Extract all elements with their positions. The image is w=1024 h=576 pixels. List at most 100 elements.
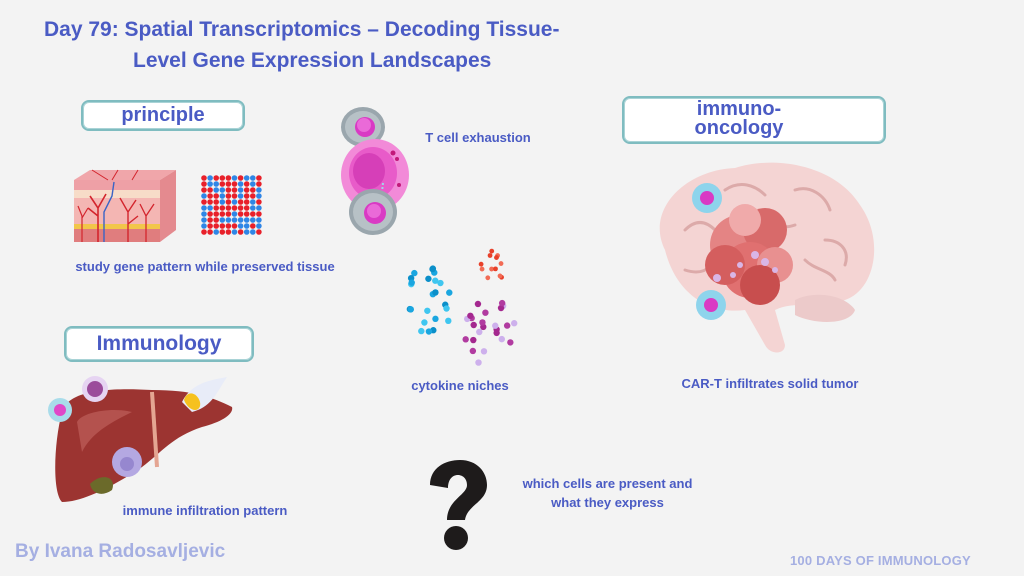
gene-dot bbox=[201, 193, 207, 199]
gene-dot bbox=[219, 181, 226, 187]
gene-dot bbox=[213, 217, 219, 223]
gene-dot bbox=[243, 205, 250, 211]
gene-dot bbox=[256, 181, 262, 187]
page-title: Day 79: Spatial Transcriptomics – Decodi… bbox=[44, 14, 559, 76]
cytokine-dot bbox=[498, 335, 505, 343]
gene-dot bbox=[207, 205, 213, 211]
cytokine-dot bbox=[443, 305, 450, 312]
cytokine-niches-illustration bbox=[406, 248, 518, 366]
immuno-oncology-heading-line1: immuno- bbox=[696, 98, 782, 120]
cytokine-dot bbox=[445, 317, 452, 325]
gene-dot bbox=[256, 205, 262, 211]
gene-dot bbox=[207, 217, 213, 223]
gene-dot bbox=[213, 211, 219, 217]
cytokine-dot bbox=[462, 336, 469, 343]
gene-dot bbox=[231, 205, 238, 211]
gene-dot bbox=[243, 181, 250, 187]
gene-dot bbox=[250, 175, 256, 181]
gene-dot bbox=[250, 205, 256, 211]
title-line-1: Day 79: Spatial Transcriptomics – Decodi… bbox=[44, 18, 560, 41]
gene-dot bbox=[207, 211, 213, 217]
gene-dot bbox=[231, 229, 238, 235]
gene-dot bbox=[231, 187, 238, 193]
gene-dot bbox=[231, 217, 238, 223]
gene-dot bbox=[219, 211, 226, 217]
immuno-oncology-caption: CAR-T infiltrates solid tumor bbox=[681, 376, 859, 391]
gene-dot bbox=[225, 181, 232, 187]
gene-dot bbox=[237, 181, 244, 187]
gene-dot bbox=[250, 223, 256, 229]
gene-dot bbox=[256, 187, 262, 193]
cytokine-caption: cytokine niches bbox=[411, 378, 509, 393]
gene-dot bbox=[219, 223, 226, 229]
principle-heading-text: principle bbox=[121, 104, 205, 126]
gene-dot bbox=[256, 223, 262, 229]
cytokine-dot bbox=[407, 306, 415, 313]
title-line-2: Level Gene Expression Landscapes bbox=[133, 49, 492, 72]
cytokine-dot bbox=[489, 248, 495, 254]
cytokine-dot bbox=[424, 307, 431, 314]
cytokine-dot bbox=[476, 328, 483, 336]
gene-dot bbox=[256, 211, 262, 217]
gene-dot bbox=[237, 217, 244, 223]
gene-dot bbox=[231, 181, 238, 187]
liver-illustration bbox=[48, 376, 233, 502]
immunology-heading: Immunology bbox=[64, 326, 254, 362]
cytokine-dot bbox=[497, 273, 503, 279]
principle-caption: study gene pattern while preserved tissu… bbox=[75, 259, 335, 274]
gene-dot bbox=[231, 199, 238, 205]
gene-dot bbox=[213, 205, 219, 211]
cytokine-dot bbox=[408, 279, 415, 286]
principle-heading: principle bbox=[81, 100, 245, 131]
gene-dot bbox=[213, 229, 219, 235]
gene-dot bbox=[256, 217, 262, 223]
cytokine-dot bbox=[421, 319, 428, 326]
gene-dot bbox=[213, 187, 219, 193]
skin-tissue-illustration bbox=[74, 169, 176, 242]
immuno-oncology-heading: immuno- oncology bbox=[622, 96, 886, 144]
gene-dot bbox=[256, 199, 262, 205]
cytokine-dot bbox=[446, 289, 453, 296]
cytokine-dot bbox=[474, 300, 482, 308]
gene-dot bbox=[256, 175, 262, 181]
gene-dot bbox=[225, 211, 232, 217]
cytokine-dot bbox=[425, 328, 433, 335]
cytokine-dot bbox=[482, 309, 489, 316]
question-caption-line1: which cells are present and bbox=[522, 476, 693, 491]
cytokine-dot bbox=[429, 265, 437, 272]
gene-dot bbox=[201, 187, 207, 193]
gene-dot bbox=[231, 223, 238, 229]
cytokine-dot bbox=[467, 312, 474, 319]
gene-dot bbox=[225, 193, 232, 199]
gene-dot bbox=[243, 229, 250, 235]
cytokine-dot bbox=[503, 322, 511, 329]
cytokine-dot bbox=[487, 253, 493, 258]
gene-dot bbox=[250, 193, 256, 199]
gene-dot bbox=[243, 211, 250, 217]
brain-tumor-illustration bbox=[659, 162, 875, 353]
cytokine-dot bbox=[432, 289, 439, 296]
gene-dot bbox=[237, 187, 244, 193]
cytokine-dot bbox=[470, 321, 477, 329]
gene-dot bbox=[250, 217, 256, 223]
immunology-heading-text: Immunology bbox=[96, 332, 222, 355]
gene-dot bbox=[207, 193, 213, 199]
gene-dot-grid bbox=[201, 175, 262, 235]
cytokine-dot bbox=[432, 277, 439, 284]
gene-dot bbox=[225, 205, 232, 211]
cytokine-dot bbox=[470, 336, 477, 344]
gene-dot bbox=[207, 175, 213, 181]
gene-dot bbox=[219, 193, 226, 199]
gene-dot bbox=[213, 181, 219, 187]
gene-dot bbox=[250, 181, 256, 187]
gene-dot bbox=[256, 229, 262, 235]
gene-dot bbox=[207, 223, 213, 229]
gene-dot bbox=[225, 199, 232, 205]
cytokine-dot bbox=[479, 266, 485, 272]
cytokine-dot bbox=[492, 322, 499, 329]
t-cell-caption: T cell exhaustion bbox=[425, 130, 531, 145]
gene-dot bbox=[201, 205, 207, 211]
cytokine-dot bbox=[489, 266, 494, 272]
cytokine-dot bbox=[480, 348, 488, 355]
gene-dot bbox=[243, 223, 250, 229]
